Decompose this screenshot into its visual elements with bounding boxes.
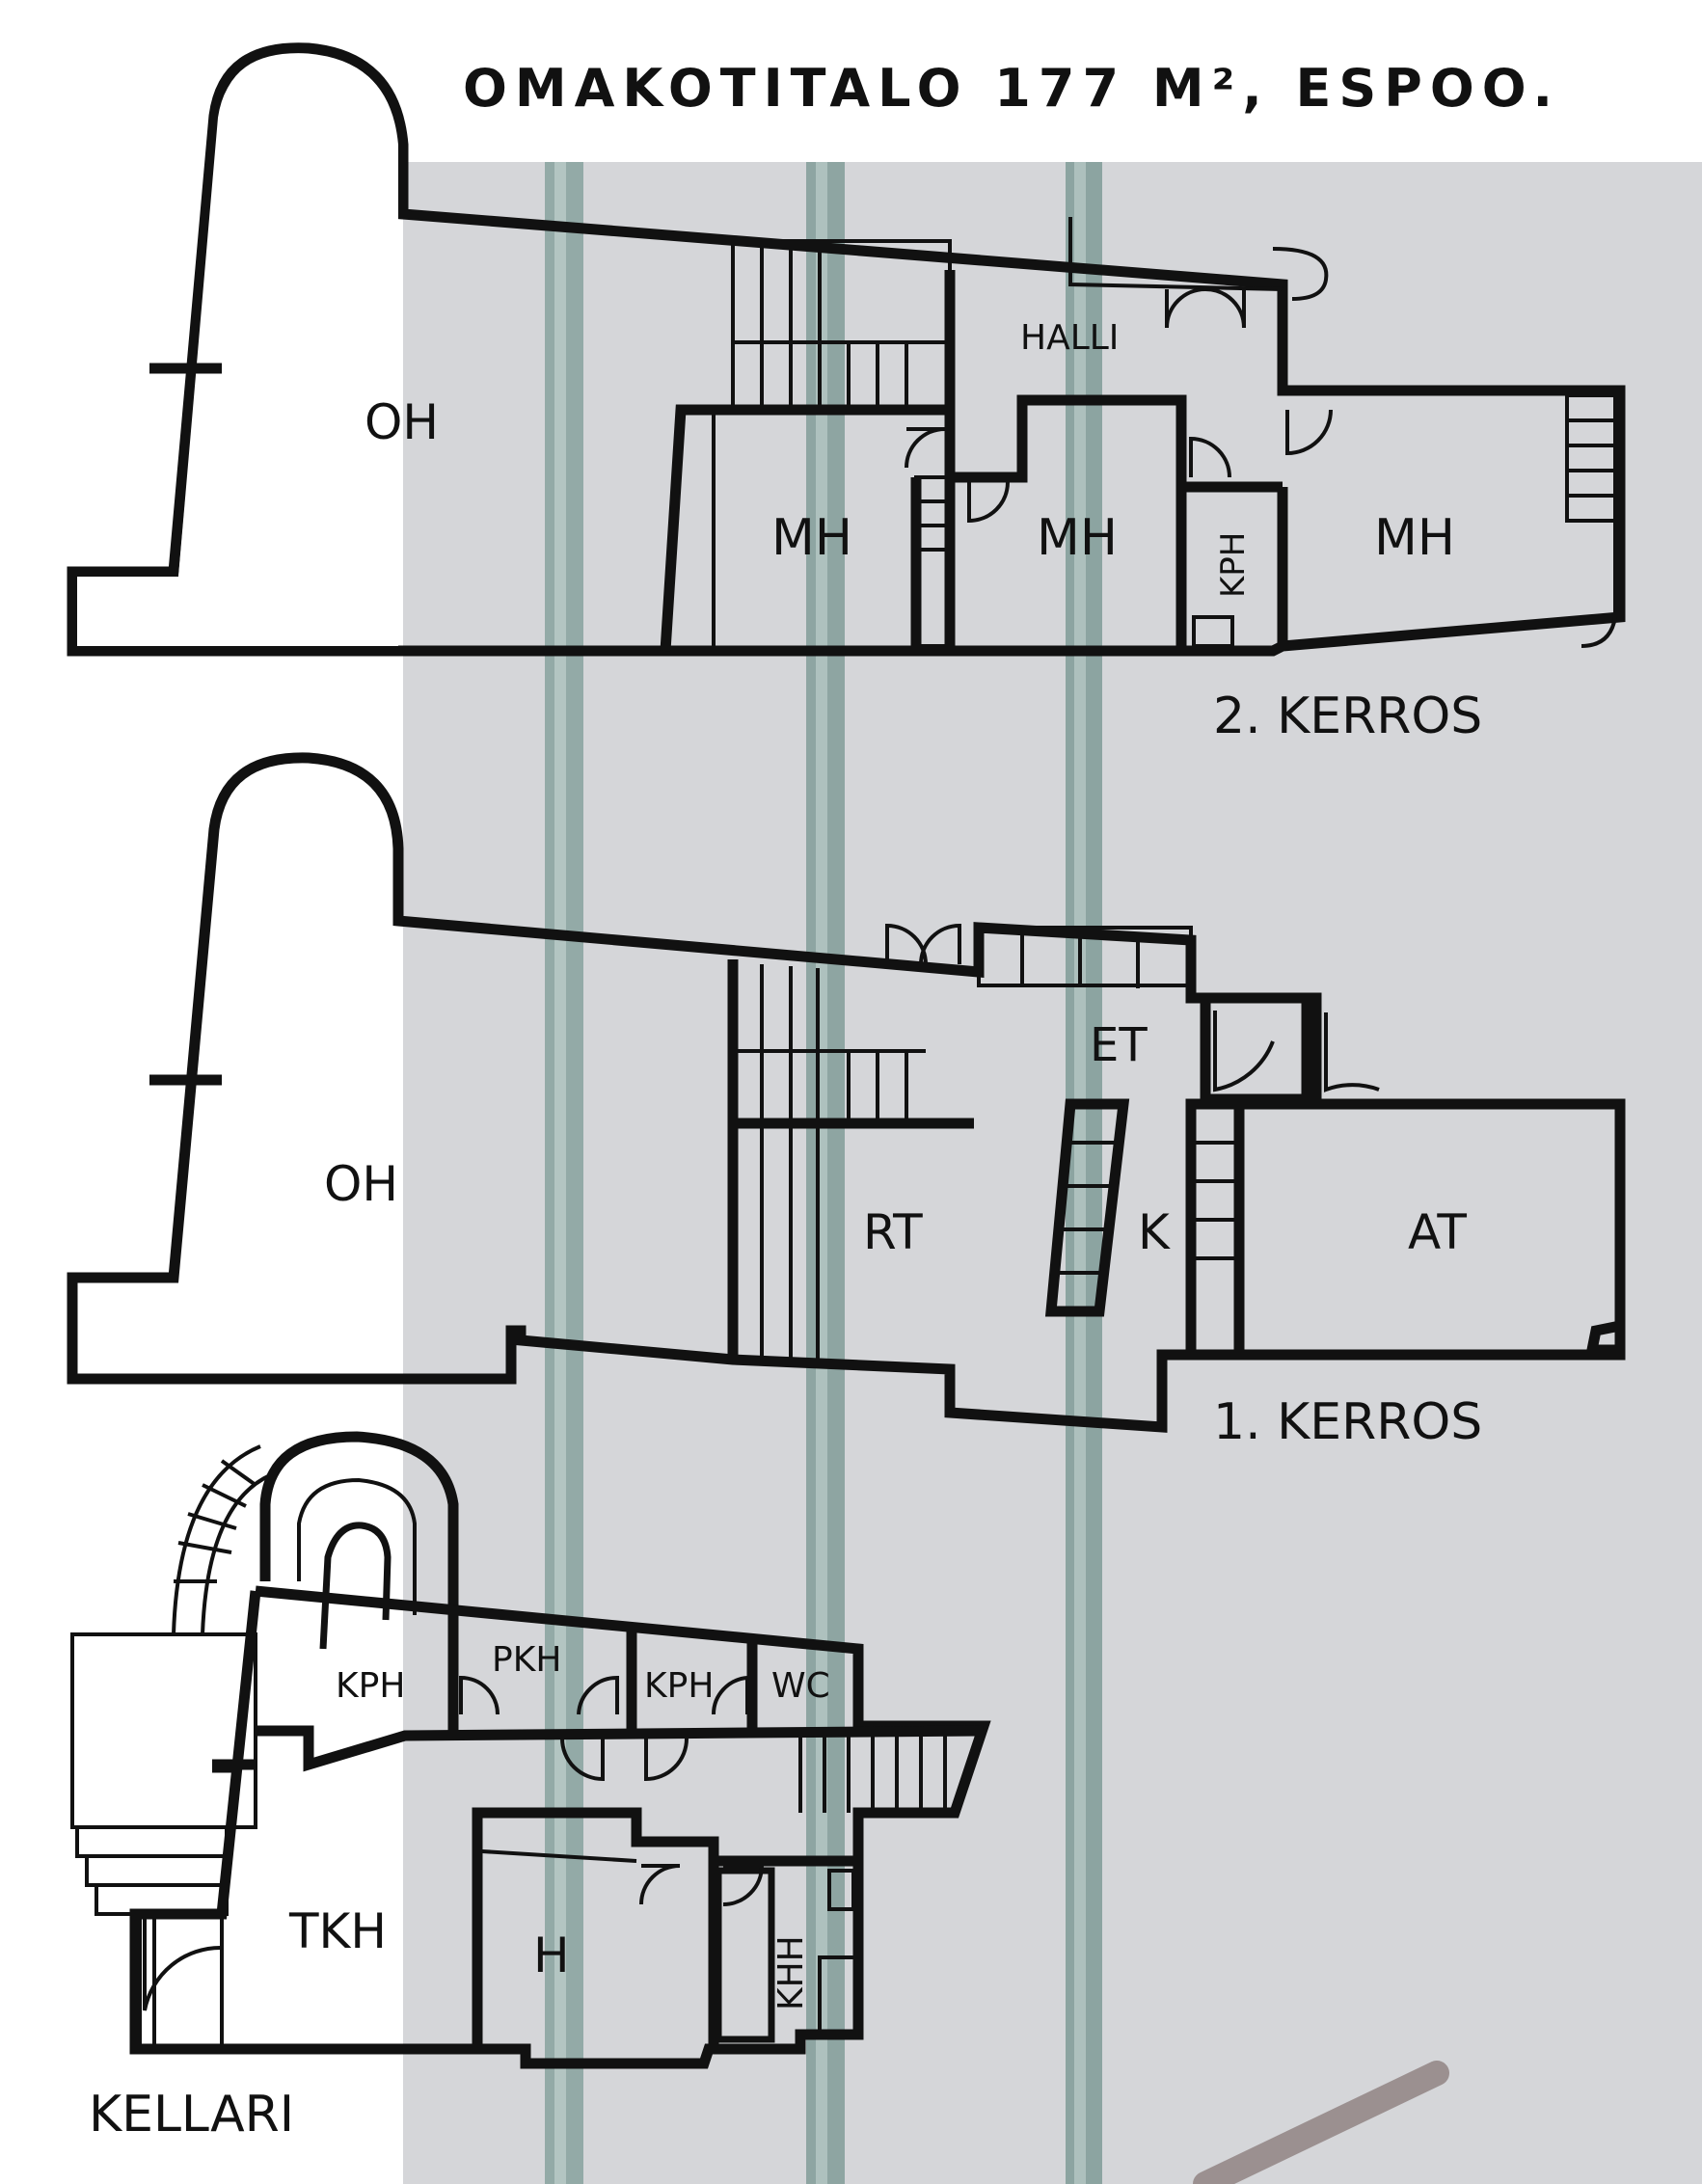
- room-label-khh: KHH: [771, 1935, 811, 2010]
- spiral-stair: [172, 1444, 271, 1635]
- floor-plan-basement: KPH PKH KPH WC TKH H KHH KELLARI: [69, 1431, 991, 2144]
- room-label-tkh: TKH: [288, 1903, 387, 1959]
- floor-plan-1st-floor: OH ET RT K AT 1. KERROS: [67, 752, 1626, 1451]
- door-swings-2nd: [905, 217, 1333, 524]
- room-label-pkh: PKH: [492, 1640, 561, 1680]
- stairs-2nd: [731, 239, 952, 412]
- floor-label-basement: KELLARI: [89, 2086, 294, 2144]
- stairs-1st: [727, 959, 974, 1360]
- room-label-kph: KPH: [1214, 532, 1253, 598]
- handrail: [1193, 2061, 1449, 2184]
- door-swings-1st: [885, 923, 1380, 1092]
- stairs-basement: [798, 1736, 947, 1813]
- room-label-halli: HALLI: [1020, 318, 1119, 358]
- room-label-et: ET: [1090, 1018, 1148, 1072]
- room-label-mh-3: MH: [1374, 509, 1455, 567]
- room-label-mh-1: MH: [771, 509, 852, 567]
- room-label-k: K: [1138, 1204, 1171, 1260]
- door-swings-basement: [138, 1675, 765, 2051]
- room-label-oh: OH: [365, 394, 439, 450]
- room-label-h: H: [533, 1928, 570, 1983]
- background-photo: [403, 162, 1702, 2184]
- room-label-kph-basement-2: KPH: [644, 1666, 714, 1706]
- room-label-at: AT: [1408, 1204, 1467, 1260]
- room-label-rt: RT: [863, 1204, 923, 1260]
- room-label-oh-1st: OH: [324, 1156, 398, 1212]
- room-label-wc: WC: [771, 1666, 830, 1706]
- room-label-kph-basement-1: KPH: [336, 1666, 405, 1706]
- floor-label-1st: 1. KERROS: [1213, 1393, 1482, 1451]
- floor-label-2nd: 2. KERROS: [1213, 688, 1482, 745]
- room-label-mh-2: MH: [1037, 509, 1118, 567]
- floor-plan-2nd-floor: OH HALLI MH MH KPH MH 2. KERROS: [67, 42, 1626, 745]
- page-title: OMAKOTITALO 177 M², ESPOO.: [463, 58, 1560, 119]
